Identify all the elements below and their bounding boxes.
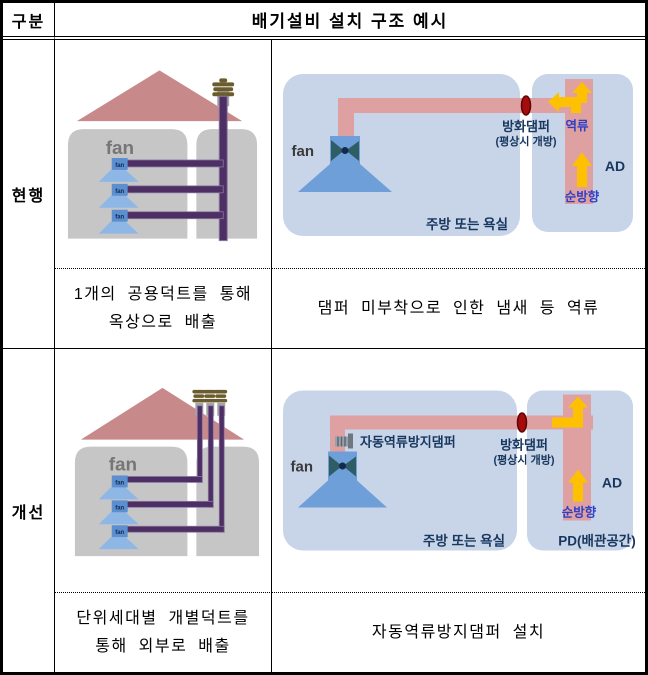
- fire-damper-icon: [516, 412, 528, 433]
- pd-label: PD(배관공간): [558, 533, 635, 549]
- caption-improved-left: 단위세대별 개별덕트를 통해 외부로 배출: [55, 592, 272, 672]
- kitchen-room-box: [283, 390, 517, 551]
- fire-damper-note: (평상시 개방): [494, 453, 555, 467]
- row-label-improved-text: 개선: [11, 504, 46, 522]
- branch-duct-3: [120, 525, 225, 533]
- fan-label: fan: [292, 143, 315, 160]
- fire-damper-note: (평상시 개방): [496, 134, 557, 148]
- row-label-current-text: 현행: [11, 188, 46, 205]
- range-hood: [298, 136, 392, 192]
- individual-duct-3: [218, 405, 225, 533]
- individual-duct-1: [196, 405, 203, 483]
- hood-tag-1: fan: [115, 163, 124, 169]
- caption-line: 댐퍼 미부착으로 인한 냄새 등 역류: [317, 299, 600, 317]
- improved-duct-scheme: fan 자동역류방지댐퍼 방화댐퍼 (평상시 개방) 순방향 AD 주방 또는 …: [283, 390, 636, 551]
- header-category-cell: 구분: [3, 3, 55, 40]
- backflow-label: 역류: [565, 118, 589, 133]
- auto-damper-label: 자동역류방지댐퍼: [360, 435, 456, 450]
- fan-blades-icon: [329, 455, 356, 477]
- branch-duct-2: [120, 185, 224, 194]
- range-hood-2: fan: [98, 500, 139, 525]
- current-duct-scheme: fan 방화댐퍼 (평상시 개방) 역류 순방향 AD 주방 또는 욕실: [283, 74, 633, 236]
- range-hood-2: fan: [98, 183, 139, 208]
- house-individual-duct-diagram: fan fan fan fan: [74, 387, 260, 557]
- range-hood-3: fan: [98, 525, 139, 550]
- hood-riser-duct: [338, 98, 354, 138]
- house-roof: [80, 387, 245, 440]
- caption-line: 1개의 공용덕트를 통해: [73, 285, 253, 303]
- caption-improved-right: 자동역류방지댐퍼 설치: [272, 592, 645, 672]
- fire-damper-label: 방화댐퍼: [502, 119, 550, 134]
- ad-label: AD: [602, 475, 622, 491]
- room-label: 주방 또는 욕실: [426, 216, 508, 232]
- diagram-improved-scheme: fan 자동역류방지댐퍼 방화댐퍼 (평상시 개방) 순방향 AD 주방 또는 …: [272, 349, 645, 592]
- backflow-elbow-arrow: [548, 92, 581, 113]
- row-label-current: 현행: [3, 40, 55, 349]
- range-hood-1: fan: [98, 157, 139, 182]
- branch-duct-1: [120, 159, 224, 168]
- forward-up-arrow: [572, 152, 592, 187]
- caption-line: 옥상으로 배출: [108, 313, 218, 331]
- forward-elbow-arrow: [552, 396, 588, 428]
- forward-label: 순방향: [562, 505, 597, 520]
- fire-damper-icon: [520, 95, 532, 116]
- diagram-current-scheme: fan 방화댐퍼 (평상시 개방) 역류 순방향 AD 주방 또는 욕실: [272, 40, 645, 268]
- range-hood: [298, 451, 387, 508]
- category-label: 구분: [11, 13, 46, 31]
- room-label: 주방 또는 욕실: [423, 533, 505, 549]
- branch-duct-2: [120, 500, 214, 508]
- caption-current-right: 댐퍼 미부착으로 인한 냄새 등 역류: [272, 268, 645, 349]
- fan-blades-icon: [331, 140, 359, 161]
- fan-label: fan: [291, 459, 314, 476]
- house-common-duct-diagram: fan fan fan fan: [67, 70, 258, 242]
- house-roof: [76, 70, 243, 122]
- common-vertical-duct: [218, 95, 228, 242]
- hood-tag-1: fan: [115, 480, 124, 486]
- diagram-improved-house: fan fan fan fan: [55, 349, 272, 592]
- branch-duct-1: [120, 476, 203, 483]
- caption-current-left: 1개의 공용덕트를 통해 옥상으로 배출: [55, 268, 272, 349]
- fan-label: fan: [109, 455, 137, 476]
- fire-damper-label: 방화댐퍼: [500, 438, 548, 453]
- ad-label: AD: [605, 158, 625, 174]
- diagram-current-house: fan fan fan fan: [55, 40, 272, 268]
- page-title: 배기설비 설치 구조 예시: [251, 12, 449, 31]
- header-title-cell: 배기설비 설치 구조 예시: [55, 3, 645, 40]
- forward-up-arrow: [568, 469, 588, 502]
- individual-duct-2: [207, 405, 214, 508]
- hood-tag-3: fan: [115, 215, 124, 221]
- fan-label: fan: [106, 138, 134, 159]
- horizontal-duct: [330, 415, 593, 430]
- chimney-cap-icon: [212, 78, 235, 97]
- caption-line: 단위세대별 개별덕트를: [76, 609, 250, 627]
- row-label-improved: 개선: [3, 349, 55, 672]
- chimney-cap-icons: [192, 389, 228, 403]
- hood-tag-3: fan: [115, 530, 124, 536]
- range-hood-1: fan: [98, 475, 139, 500]
- branch-duct-3: [120, 211, 224, 220]
- hood-tag-2: fan: [115, 189, 124, 195]
- range-hood-3: fan: [98, 209, 139, 234]
- caption-line: 자동역류방지댐퍼 설치: [371, 623, 546, 641]
- auto-backflow-damper-icon: [335, 433, 353, 449]
- forward-label: 순방향: [565, 189, 600, 204]
- caption-line: 통해 외부로 배출: [95, 637, 231, 655]
- hood-tag-2: fan: [115, 505, 124, 511]
